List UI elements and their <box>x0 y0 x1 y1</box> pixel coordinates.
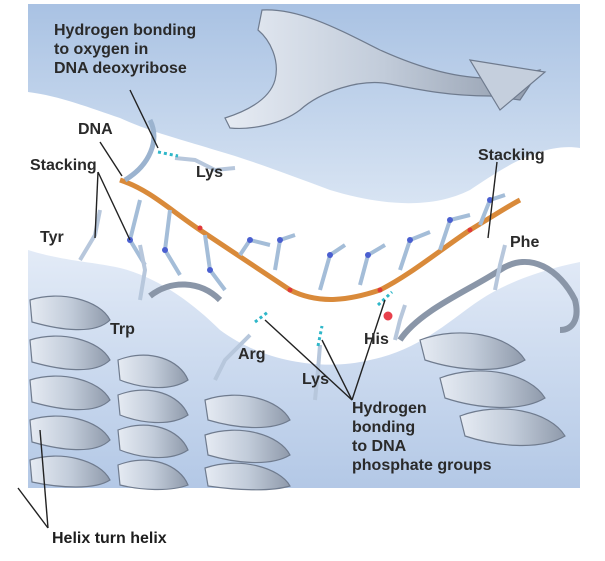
top-ribbon <box>224 9 542 130</box>
label-phe: Phe <box>510 234 539 251</box>
tyr-sidechain <box>78 209 102 262</box>
his-sidechain <box>393 304 407 341</box>
leader-lines <box>17 89 498 529</box>
label-dna: DNA <box>78 121 113 138</box>
nitrogen-atoms <box>127 197 493 273</box>
hydrogen-bonds <box>157 150 394 347</box>
helix-center-left <box>117 354 189 491</box>
label-stacking-right: Stacking <box>478 147 545 164</box>
loop-left <box>148 281 223 303</box>
lys-top-sidechain <box>174 156 236 173</box>
label-trp: Trp <box>110 321 135 338</box>
label-stacking-left: Stacking <box>30 157 97 174</box>
helix-left <box>29 295 111 488</box>
label-hbond-phosphate: Hydrogen bonding to DNA phosphate groups <box>352 400 492 474</box>
dna-strand-upper <box>123 118 157 183</box>
trp-sidechain <box>138 244 148 301</box>
label-arg: Arg <box>238 346 266 363</box>
helix-right <box>419 332 566 447</box>
phe-sidechain <box>493 244 507 291</box>
label-hbond-deoxyribose: Hydrogen bonding to oxygen in DNA deoxyr… <box>54 22 201 77</box>
loop-right <box>397 258 580 342</box>
top-ribbon-arrow <box>468 59 547 111</box>
lys-bottom-sidechain <box>313 344 322 401</box>
protein-surface-bottom <box>28 250 580 488</box>
label-tyr: Tyr <box>40 229 64 246</box>
helix-center <box>204 394 291 491</box>
label-his: His <box>364 331 389 348</box>
arg-sidechain <box>213 333 252 381</box>
caption-helix-turn-helix: Helix turn helix <box>52 530 167 547</box>
label-lys-bottom: Lys <box>302 371 329 388</box>
label-lys-top: Lys <box>196 164 223 181</box>
his-oxygen-highlight <box>382 310 394 322</box>
oxygen-atoms <box>197 225 473 322</box>
